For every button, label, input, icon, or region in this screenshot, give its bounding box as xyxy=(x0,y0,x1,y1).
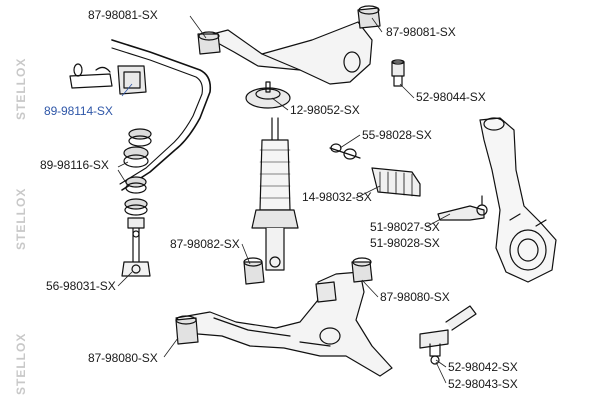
lower-ball-joint xyxy=(419,305,477,365)
part-label-lower-arm-bushing-front: 87-98080-SX xyxy=(88,351,158,365)
rack-boot xyxy=(371,167,421,197)
part-label-upper-ball-joint: 52-98044-SX xyxy=(416,90,486,104)
lower-arm-bushing-front xyxy=(175,315,199,345)
part-label-tie-rod-end-right: 51-98028-SX xyxy=(370,236,440,250)
part-label-stabilizer-bushing: 89-98114-SX xyxy=(44,104,113,118)
lower-control-arm xyxy=(175,271,393,377)
stabilizer-bushing xyxy=(117,65,147,95)
part-label-stabilizer-link: 56-98031-SX xyxy=(46,279,116,293)
lower-arm-bushing-rear xyxy=(351,257,373,283)
inner-tie-rod xyxy=(329,143,361,160)
stabilizer-bracket xyxy=(69,63,113,89)
link-bushing-stack xyxy=(123,128,152,216)
part-label-strut-mount: 12-98052-SX xyxy=(290,103,360,117)
stabilizer-link xyxy=(121,217,151,277)
part-label-inner-tie-rod: 55-98028-SX xyxy=(362,128,432,142)
stabilizer-bar xyxy=(111,39,212,191)
upper-control-arm xyxy=(204,21,373,85)
part-label-lower-arm-bushing-rear: 87-98080-SX xyxy=(380,290,450,304)
middle-bushing xyxy=(243,257,265,285)
part-label-upper-arm-bushing-right: 87-98081-SX xyxy=(386,25,456,39)
part-label-lower-ball-joint-left: 52-98042-SX xyxy=(448,360,518,374)
shock-absorber xyxy=(251,117,299,271)
part-label-lower-ball-joint-right: 52-98043-SX xyxy=(448,377,518,391)
part-label-link-bushings: 89-98116-SX xyxy=(40,158,109,172)
part-label-upper-arm-bushing-left: 87-98081-SX xyxy=(88,8,158,22)
part-label-rack-boot: 14-98032-SX xyxy=(302,190,372,204)
part-label-middle-bushing: 87-98082-SX xyxy=(170,237,240,251)
steering-knuckle xyxy=(479,117,557,283)
lower-arm-mount xyxy=(315,281,337,303)
part-label-tie-rod-end-left: 51-98027-SX xyxy=(370,220,440,234)
upper-ball-joint xyxy=(391,59,405,87)
upper-arm-bushing-right xyxy=(357,5,381,29)
tie-rod-end xyxy=(437,195,488,221)
strut-mount xyxy=(245,81,291,109)
upper-arm-bushing-left xyxy=(197,31,221,55)
